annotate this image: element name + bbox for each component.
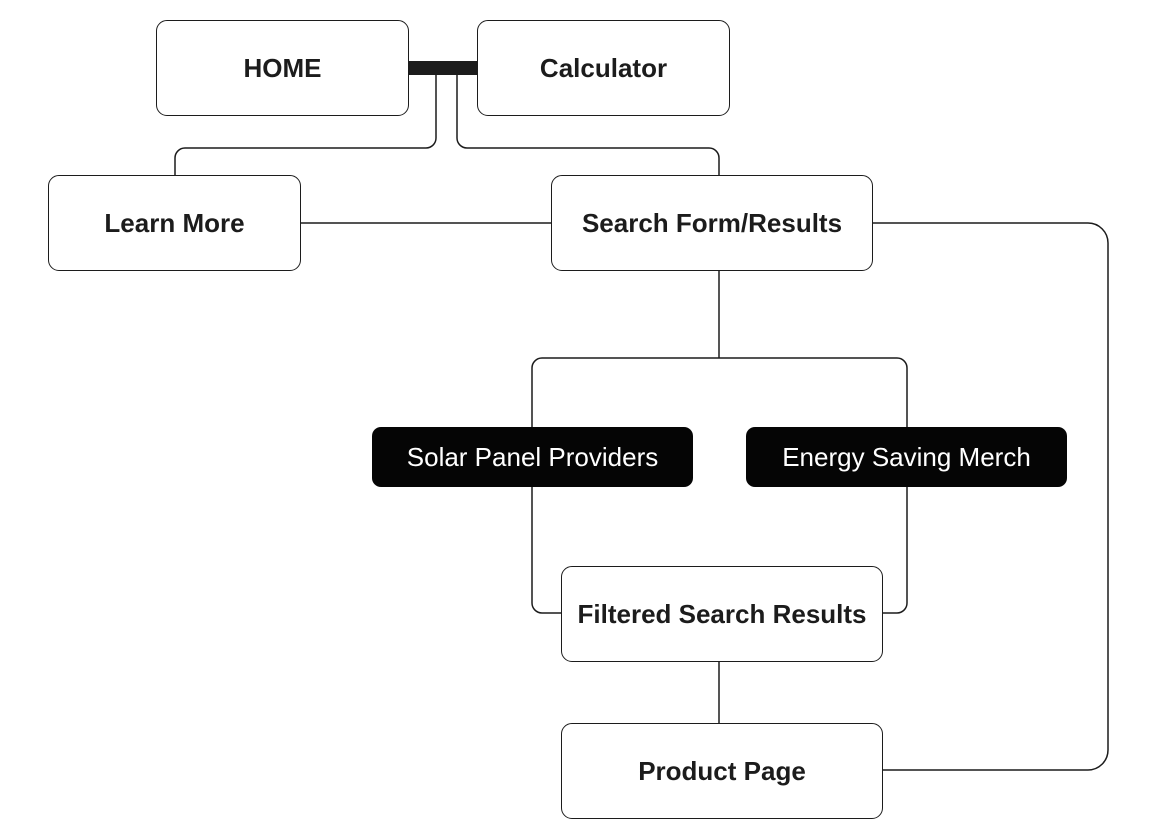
- search-form-label: Search Form/Results: [581, 207, 843, 238]
- connector-branch-loop: [531, 357, 908, 614]
- connector-home-learn-more: [174, 72, 437, 176]
- home-node: HOME: [156, 20, 409, 116]
- calculator-node: Calculator: [477, 20, 730, 116]
- solar-panel-providers-node: Solar Panel Providers: [372, 427, 693, 487]
- connector-search-product: [872, 222, 1109, 771]
- filtered-search-results-label: Filtered Search Results: [577, 598, 867, 629]
- solar-panel-providers-label: Solar Panel Providers: [406, 441, 659, 472]
- energy-saving-merch-node: Energy Saving Merch: [746, 427, 1067, 487]
- filtered-search-results-node: Filtered Search Results: [561, 566, 883, 662]
- energy-saving-merch-label: Energy Saving Merch: [782, 441, 1031, 472]
- home-label: HOME: [243, 52, 322, 83]
- home-calculator-bar: [408, 61, 478, 75]
- product-page-node: Product Page: [561, 723, 883, 819]
- product-page-label: Product Page: [638, 755, 806, 786]
- search-form-node: Search Form/Results: [551, 175, 873, 271]
- learn-more-node: Learn More: [48, 175, 301, 271]
- learn-more-label: Learn More: [104, 207, 245, 238]
- connector-home-search: [456, 72, 720, 176]
- calculator-label: Calculator: [539, 52, 668, 83]
